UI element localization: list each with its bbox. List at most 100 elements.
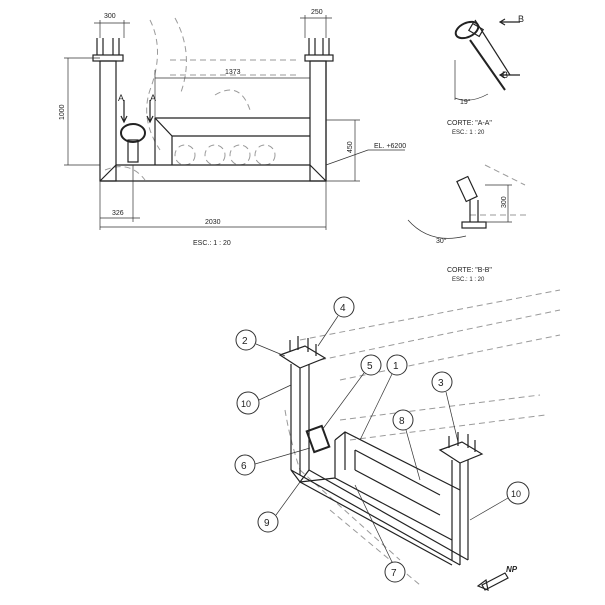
clamp-block [467,22,485,38]
section-arrow-b [498,71,520,79]
dim-inner: 1373 [225,69,241,76]
column-left [290,364,310,475]
dim-line [64,57,100,166]
column-right [309,60,327,182]
svg-text:4: 4 [340,303,346,314]
svg-text:2: 2 [242,336,248,347]
dim-line [100,181,327,230]
base-plate [461,221,487,229]
callout-10b: 10 [469,481,530,521]
dim-right: 450 [347,141,354,153]
anchor-bolts [289,336,317,356]
callout-2: 2 [235,329,286,357]
ghost-pipe [204,144,226,166]
inner-beam [155,117,310,137]
front-view: A A 300 250 1373 1000 450 EL. +6200 326 … [59,9,406,247]
callout-3: 3 [431,371,459,443]
section-mark-a: A [150,93,156,103]
section-aa: B B 19° CORTE: "A-A" ESC.: 1 : 20 [447,14,524,136]
dim-line [300,15,332,38]
anchor-bolts-right [308,38,330,55]
column-left [99,60,117,182]
ghost-pipe [229,144,251,166]
base-plate-left [278,345,327,369]
scale-label: ESC.: 1 : 20 [193,240,231,247]
section-title: CORTE: "A-A" [447,120,492,127]
callout-1: 1 [359,354,408,441]
ghost-pipe [104,166,146,181]
post [469,200,479,222]
ghost-pipe [146,19,161,151]
svg-text:NP: NP [506,565,518,574]
clamp-block [456,175,478,203]
pipe-clamp [120,123,146,143]
dim-bottom-left: 326 [112,210,124,217]
support-member [469,39,506,91]
angle-label: 30° [436,237,447,245]
svg-text:1: 1 [393,361,399,372]
ghost-pipe [254,144,276,166]
svg-text:10: 10 [241,399,251,409]
dim-line [326,119,360,182]
leader-line [325,149,405,166]
callout-4: 4 [317,296,355,347]
ghost-pipe [170,59,300,76]
dim-total: 2030 [205,219,221,226]
section-bb: 300 30° CORTE: "B-B" ESC.: 1 : 20 [407,164,530,283]
section-title: CORTE: "B-B" [447,267,492,274]
svg-text:5: 5 [367,361,373,372]
frame-bottom [100,61,327,182]
section-arrow-a [146,100,154,124]
scale-label: ESC.: 1 : 20 [452,277,485,283]
inner-frame [334,431,461,541]
pipe-clamp [454,20,480,40]
north-arrow-icon: NP [476,565,518,591]
clamp-post [127,139,139,163]
anchor-bolts [448,432,476,452]
section-arrow-b [498,18,520,26]
callout-7: 7 [354,484,406,583]
angle-dim [454,60,489,101]
ghost-pipe [174,17,187,96]
svg-text:9: 9 [264,518,270,529]
isometric-view: 2 4 5 1 3 10 8 [234,289,561,591]
ghost-pipe [284,409,301,471]
column-right [451,460,469,565]
section-mark-b: B [502,70,508,80]
dim-top-right: 250 [311,9,323,16]
callout-8: 8 [392,409,421,481]
inner-beam-edge [154,117,173,165]
svg-text:7: 7 [391,568,397,579]
angle-dim [407,219,467,239]
anchor-bolts-left [96,38,120,55]
ghost-pipe [470,164,530,216]
scale-label: ESC.: 1 : 20 [452,130,485,136]
elevation-label: EL. +6200 [374,143,406,150]
dim-height: 1000 [59,104,66,120]
base-plate-right [438,441,484,464]
ghost-pipe [339,394,546,441]
base-plate-right [304,54,334,62]
callout-10: 10 [236,384,292,415]
ghost-pipe [174,144,196,166]
inner-brace [354,449,441,516]
svg-text:10: 10 [511,489,521,499]
pipe-clamp [305,424,331,454]
support-member [474,19,511,76]
svg-text:6: 6 [241,461,247,472]
angle-label: 19° [460,98,471,106]
dim-line [99,165,140,230]
dim-bb: 300 [501,196,508,208]
frame-corner [99,164,327,182]
dim-line [94,20,130,38]
section-mark-a: A [118,93,124,103]
callout-5: 5 [321,354,382,431]
callout-6: 6 [234,447,311,476]
section-mark-b: B [518,14,524,24]
bottom-beam [290,469,469,566]
inner-link [299,477,336,483]
svg-text:8: 8 [399,416,405,427]
ghost-pipe [299,289,561,381]
dim-top-left: 300 [104,13,116,20]
